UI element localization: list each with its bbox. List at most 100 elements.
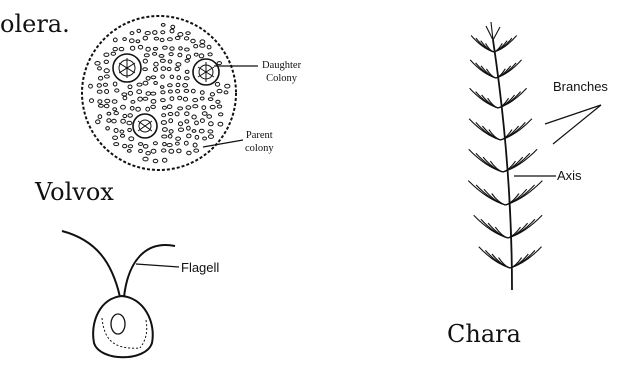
volvox-cell [104,104,109,108]
chara-branch [476,185,505,205]
volvox-cell [123,38,127,41]
volvox-cell [160,38,164,41]
volvox-cell [175,37,180,40]
parent-colony-label-line-2: colony [245,143,274,156]
volvox-cell [208,98,213,101]
volvox-cell [207,115,212,119]
volvox-cell [123,96,127,100]
volvox-cell [185,59,189,62]
volvox-cell [209,135,214,139]
volvox-cell [89,84,93,88]
volvox-cell [163,158,167,162]
volvox-cell [200,97,204,100]
volvox-cell [105,99,110,103]
volvox-cell [161,31,165,34]
volvox-cell [103,83,107,86]
volvox-cell [111,52,115,55]
volvox-cell [168,135,172,139]
volvox-cell [154,37,158,40]
volvox-cell [218,122,223,126]
volvox-cell [225,84,230,88]
volvox-cell [131,101,135,104]
volvox-cell [137,83,142,86]
volvox-cell [120,134,124,137]
volvox-cell [162,114,166,117]
chara-branch [476,63,496,78]
volvox-cell [161,24,165,27]
chara-branch [476,153,503,172]
volvox-cell [130,107,134,111]
parent-colony-label: Parent colony [245,130,274,155]
volvox-cell [186,32,190,35]
volvox-cell [195,121,199,125]
daughter-colony-label-line-2: Colony [262,73,301,86]
pyrenoid [111,314,125,334]
branches-pointer-2 [553,105,601,144]
volvox-cell [159,55,164,58]
volvox-cell [130,39,135,43]
volvox-cell [167,144,172,147]
volvox-cell [163,46,168,49]
volvox-cell [130,46,134,50]
volvox-cell [219,113,223,116]
volvox-cell [143,97,148,100]
volvox-cell [200,119,204,123]
volvox-cell [153,159,158,162]
volvox-cell [170,75,174,78]
volvox-cell [183,84,188,88]
chara-drawing [468,22,601,290]
volvox-cell [153,53,157,56]
volvox-cell [113,38,117,42]
volvox-cell [105,90,109,94]
volvox-cell [98,104,103,107]
volvox-cell [146,152,150,155]
volvox-cell [185,120,189,123]
volvox-cell [178,107,183,110]
daughter-colony-label-line-1: Daughter [262,60,301,73]
volvox-cell [146,47,150,51]
volvox-cell [107,112,111,115]
volvox-cell [144,54,149,57]
volvox-cell [113,47,117,50]
volvox-cell [104,53,109,56]
volvox-cell [169,149,174,153]
volvox-cell [154,68,158,72]
flagellum-right [124,245,175,297]
volvox-cell [183,97,187,101]
volvox-cell [151,105,156,108]
volvox-cell [136,40,140,43]
volvox-cell [193,99,198,102]
branches-label: Branches [553,80,608,93]
daughter-colony-label: Daughter Colony [262,60,301,85]
volvox-cell [98,67,102,70]
chara-branch [485,250,510,268]
volvox-cell [154,62,158,66]
volvox-cell [224,91,228,94]
volvox-cell [143,36,147,40]
volvox-cell [215,82,219,86]
volvox-cell [195,135,199,139]
volvox-cell [114,143,119,146]
chara-branch [496,63,516,78]
volvox-cell [143,68,148,71]
volvox-cell [161,121,166,125]
volvox-cell [217,62,221,65]
volvox-cell [136,107,141,111]
volvox-cell [192,130,196,133]
volvox-title: Volvox [35,180,114,204]
volvox-cell [112,100,117,104]
volvox-cell [162,135,167,138]
volvox-cell [161,91,165,94]
volvox-cell [160,86,164,89]
volvox-cell [114,129,118,133]
volvox-cell [187,126,191,130]
volvox-cell [168,90,172,93]
volvox-cell [98,115,102,119]
volvox-cell [167,67,171,70]
volvox-cell [161,75,165,78]
axis-label: Axis [557,169,582,182]
volvox-cell [123,114,127,117]
volvox-cell [187,134,191,138]
volvox-cell [202,106,206,110]
